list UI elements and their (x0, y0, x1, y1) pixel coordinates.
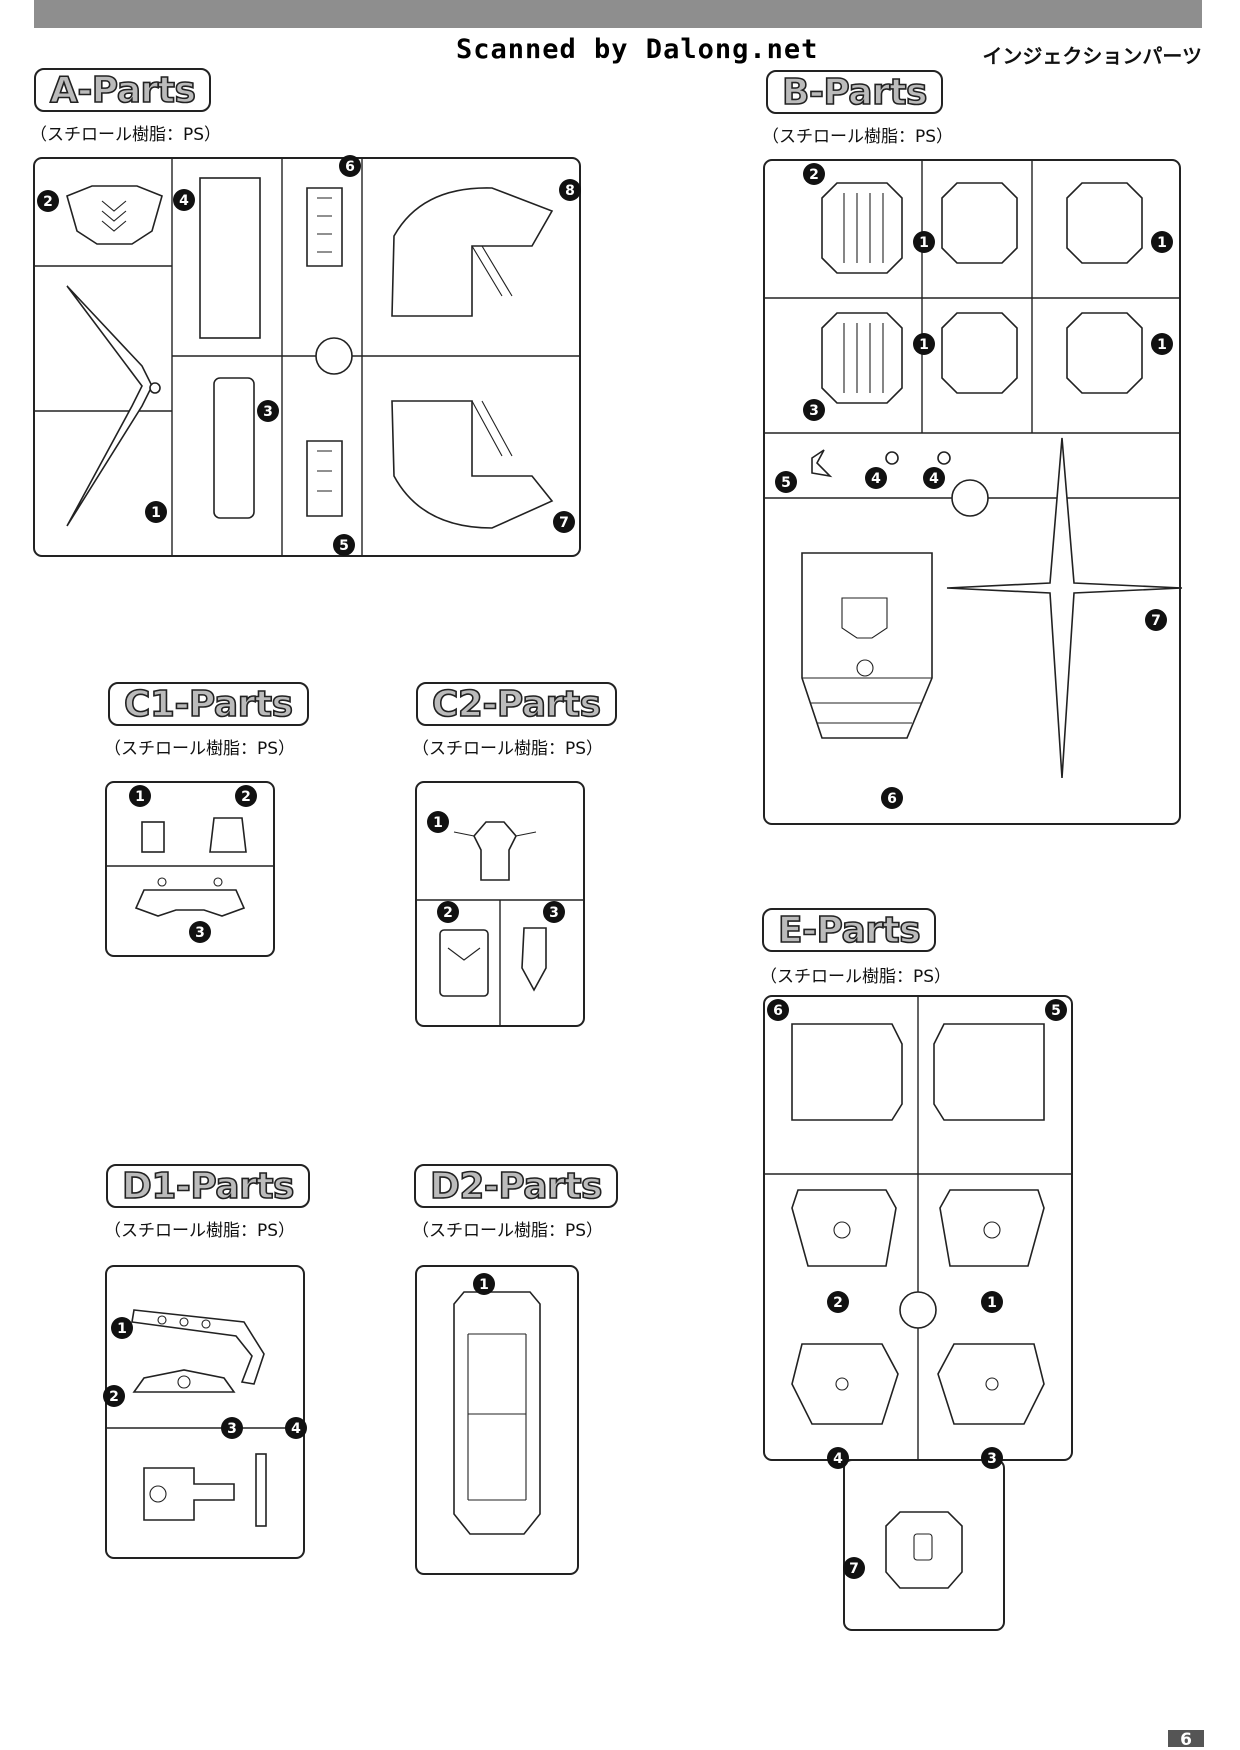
svg-text:1: 1 (919, 337, 929, 353)
svg-text:5: 5 (339, 538, 349, 554)
svg-text:1: 1 (1157, 235, 1167, 251)
svg-text:4: 4 (291, 1421, 301, 1437)
svg-text:1: 1 (135, 789, 145, 805)
runner-c1-material: （スチロール樹脂：PS） (104, 739, 296, 759)
runner-b-title: B-Parts (766, 70, 943, 114)
runner-a-diagram: 2 4 6 8 3 1 7 5 (33, 155, 581, 557)
runner-d1-title: D1-Parts (106, 1164, 310, 1208)
svg-text:7: 7 (1151, 613, 1161, 629)
svg-text:1: 1 (919, 235, 929, 251)
runner-d2-material: （スチロール樹脂：PS） (412, 1221, 604, 1241)
runner-b-material: （スチロール樹脂：PS） (762, 127, 954, 147)
svg-text:8: 8 (565, 183, 575, 199)
svg-text:2: 2 (241, 789, 251, 805)
runner-a-material: （スチロール樹脂：PS） (30, 125, 222, 145)
runner-d2-title: D2-Parts (414, 1164, 618, 1208)
svg-text:1: 1 (987, 1295, 997, 1311)
svg-text:6: 6 (887, 791, 897, 807)
runner-c2-diagram: 1 2 3 (415, 781, 585, 1027)
top-bar (34, 0, 1202, 28)
svg-text:2: 2 (809, 167, 819, 183)
svg-text:1: 1 (117, 1321, 127, 1337)
svg-text:2: 2 (109, 1389, 119, 1405)
svg-text:1: 1 (151, 505, 161, 521)
svg-text:4: 4 (833, 1451, 843, 1467)
runner-a-title: A-Parts (34, 68, 212, 112)
runner-e-title: E-Parts (762, 908, 937, 952)
page-number: 6 (1168, 1730, 1204, 1750)
runner-e-material: （スチロール樹脂：PS） (760, 967, 952, 987)
svg-text:3: 3 (195, 925, 205, 941)
svg-text:7: 7 (849, 1561, 859, 1577)
svg-text:1: 1 (1157, 337, 1167, 353)
svg-text:1: 1 (433, 815, 443, 831)
runner-d1-material: （スチロール樹脂：PS） (104, 1221, 296, 1241)
runner-c2-material: （スチロール樹脂：PS） (412, 739, 604, 759)
svg-text:3: 3 (549, 905, 559, 921)
svg-text:1: 1 (479, 1277, 489, 1293)
runner-c2-title: C2-Parts (416, 682, 617, 726)
svg-text:3: 3 (263, 404, 273, 420)
svg-text:7: 7 (559, 515, 569, 531)
svg-text:5: 5 (781, 475, 791, 491)
svg-text:2: 2 (43, 194, 53, 210)
svg-text:5: 5 (1051, 1003, 1061, 1019)
runner-e-diagram: 6 5 2 1 4 3 7 (763, 995, 1073, 1631)
svg-text:2: 2 (443, 905, 453, 921)
svg-text:4: 4 (871, 471, 881, 487)
runner-d1-diagram: 1 2 3 4 (103, 1265, 307, 1559)
runner-c1-diagram: 1 2 3 (105, 781, 275, 957)
svg-text:3: 3 (227, 1421, 237, 1437)
svg-text:2: 2 (833, 1295, 843, 1311)
runner-b-diagram: 2 1 1 1 1 3 5 4 4 7 6 (763, 159, 1183, 825)
svg-text:3: 3 (809, 403, 819, 419)
section-title: インジェクションパーツ (982, 44, 1202, 68)
svg-text:4: 4 (929, 471, 939, 487)
svg-text:3: 3 (987, 1451, 997, 1467)
svg-text:6: 6 (345, 159, 355, 175)
svg-text:6: 6 (773, 1003, 783, 1019)
runner-c1-title: C1-Parts (108, 682, 309, 726)
scanner-credit: Scanned by Dalong.net (456, 34, 819, 65)
svg-text:4: 4 (179, 193, 189, 209)
runner-d2-diagram: 1 (415, 1265, 579, 1575)
